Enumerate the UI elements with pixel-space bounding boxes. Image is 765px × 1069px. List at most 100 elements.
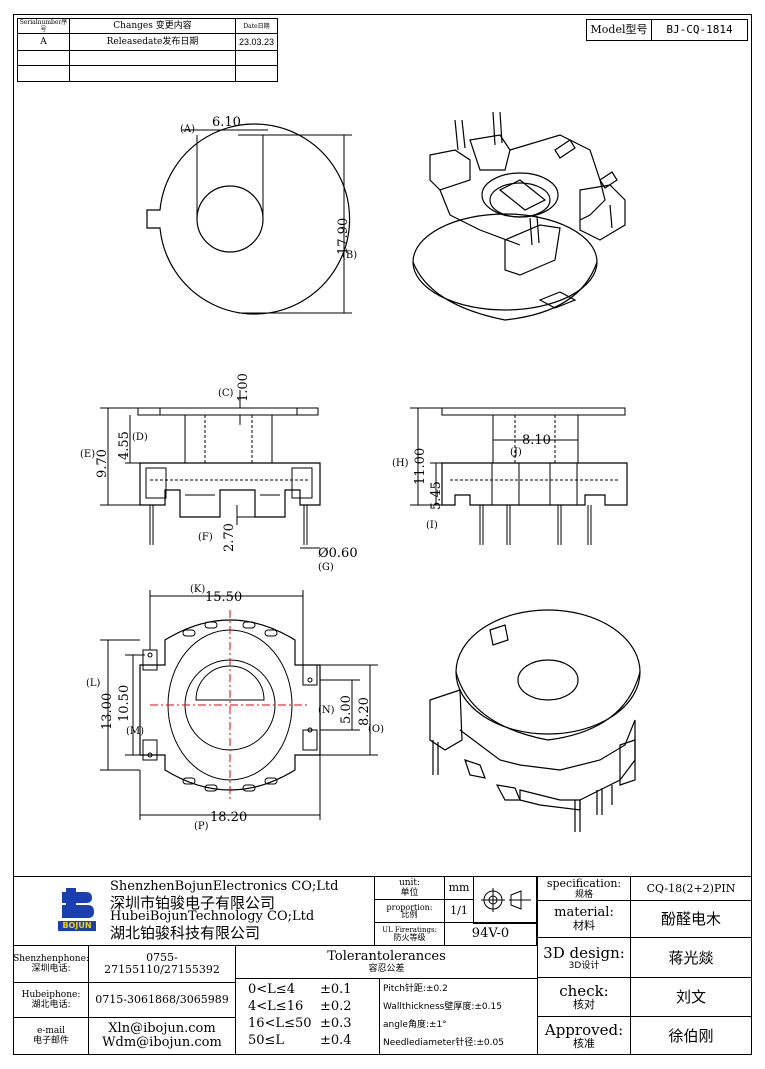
tolerance-title-cell: Tolerantolerances 容忍公差 (235, 945, 538, 979)
unit-label-cell: unit: 单位 (374, 876, 445, 900)
front-view-right (410, 407, 628, 545)
hb-phone-label: Hubeiphone: (21, 990, 81, 1000)
check-label-cn: 核对 (573, 998, 595, 1011)
tol-range-0: 0<L≤4 (248, 982, 295, 997)
dim-a-value: 6.10 (212, 115, 241, 130)
hb-phone-label-cn: 湖北电话: (31, 1000, 71, 1010)
dim-c-tag: (C) (218, 388, 234, 399)
dim-k-value: 15.50 (205, 590, 242, 605)
material-label-cell: material: 材料 (537, 900, 631, 938)
unit-label: unit: (398, 878, 421, 888)
dim-n-tag: (N) (318, 705, 335, 716)
tol-value-1: ±0.2 (320, 999, 352, 1014)
dim-k-tag: (K) (190, 584, 205, 595)
rev-empty-cell (235, 65, 278, 82)
approved-label: Approved: (544, 1020, 624, 1039)
approved-label-cn: 核准 (573, 1036, 595, 1050)
tol-value-2: ±0.3 (320, 1016, 352, 1031)
model-value: BJ-CQ-1814 (651, 19, 748, 41)
company-name-en2: HubeiBojunTechnology CO;Ltd (110, 909, 315, 924)
unit-label-cn: 单位 (400, 888, 419, 898)
hb-phone-label-cell: Hubeiphone: 湖北电话: (13, 982, 89, 1018)
tol-note-3: Needlediameter针径:±0.05 (383, 1038, 504, 1048)
spec-label-cell: specification: 规格 (537, 876, 631, 901)
material-value: 酚醛电木 (630, 900, 752, 938)
dim-o-tag: (O) (368, 724, 384, 735)
dim-a-tag: (A) (180, 124, 195, 135)
dim-i-value: 5.45 (429, 481, 444, 510)
spec-label: specification: (546, 876, 622, 890)
company-name-cn2: 湖北铂骏科技有限公司 (110, 924, 261, 942)
projection-symbol-cell (473, 876, 537, 924)
proportion-label-cell: proportion: 比例 (374, 899, 445, 923)
logo-text: BOJUN (62, 921, 92, 930)
check-label: check: (559, 982, 609, 1000)
proportion-label: proportion: (386, 903, 433, 912)
dim-p-value: 18.20 (210, 810, 247, 825)
dim-e-value: 9.70 (95, 449, 110, 478)
hb-phone-value: 0715-3061868/3065989 (88, 982, 236, 1018)
sz-phone-label-cn: 深圳电话: (31, 964, 71, 974)
material-label: material: (554, 905, 614, 920)
approved-label-cell: Approved: 核准 (537, 1016, 631, 1055)
dim-e-tag: (E) (80, 449, 95, 460)
dim-b-value: 17.90 (336, 218, 351, 255)
dim-j-value: 8.10 (522, 433, 551, 448)
spec-value: CQ-18(2+2)PIN (630, 876, 752, 901)
dim-d-tag: (D) (132, 432, 148, 443)
bottom-view (100, 590, 378, 820)
dim-j-tag: (J) (510, 447, 522, 458)
sz-phone-label-cell: Shenzhenphone: 深圳电话: (13, 945, 89, 983)
iso-view-bottom (429, 609, 641, 832)
dim-d-value: 4.55 (117, 431, 132, 460)
tol-range-1: 4<L≤16 (248, 999, 304, 1014)
email-label-cn: 电子邮件 (32, 1036, 69, 1046)
projection-symbol-icon (481, 888, 531, 912)
dim-c-value: 1.00 (236, 373, 251, 402)
fire-label: UL Fireratings: (382, 926, 437, 934)
design-value: 蒋光燚 (630, 937, 752, 978)
tol-note-1: Wallthickness壁厚度:±0.15 (383, 1002, 502, 1012)
design-label: 3D design: (543, 943, 625, 962)
email-2[interactable]: Wdm@ibojun.com (102, 1035, 222, 1050)
fire-label-cn: 防火等级 (393, 933, 426, 942)
material-label-cn: 材料 (573, 919, 595, 932)
dim-p-tag: (P) (194, 821, 209, 832)
fire-label-cell: UL Fireratings: 防火等级 (374, 922, 445, 946)
proportion-value: 1/1 (444, 899, 474, 923)
design-label-cell: 3D design: 3D设计 (537, 937, 631, 978)
dim-o-value: 8.20 (357, 697, 372, 726)
design-label-cn: 3D设计 (568, 960, 600, 971)
dim-l-value: 13.00 (100, 693, 115, 730)
tol-note-0: Pitch针距:±0.2 (383, 984, 448, 994)
spec-label-cn: 规格 (574, 889, 593, 900)
tolerance-title: Tolerantolerances (327, 949, 446, 964)
proportion-label-cn: 比例 (401, 910, 418, 919)
check-value: 刘文 (630, 977, 752, 1017)
approved-value: 徐伯刚 (630, 1016, 752, 1055)
dim-m-tag: (M) (126, 726, 144, 737)
company-logo: BOJUN (58, 886, 96, 932)
dim-h-tag: (H) (392, 458, 409, 469)
dim-m-value: 10.50 (117, 685, 132, 722)
check-label-cell: check: 核对 (537, 977, 631, 1017)
dim-h-value: 11.00 (413, 448, 428, 485)
sz-phone-value: 0755-27155110/27155392 (88, 945, 236, 983)
fire-value: 94V-0 (444, 922, 537, 946)
tol-value-0: ±0.1 (320, 982, 352, 997)
top-view (146, 123, 352, 315)
email-value-cell: Xln@ibojun.com Wdm@ibojun.com (88, 1017, 236, 1055)
dim-n-value: 5.00 (339, 695, 354, 724)
company-name-cn1: 深圳市铂骏电子有限公司 (110, 894, 276, 912)
tolerance-notes-cell (379, 978, 538, 1055)
dim-i-tag: (I) (426, 520, 438, 531)
tol-note-2: angle角度:±1° (383, 1020, 447, 1030)
tol-range-2: 16<L≤50 (248, 1016, 312, 1031)
dim-g-tag: (G) (318, 562, 334, 573)
email-label: e-mail (36, 1026, 66, 1036)
dim-f-tag: (F) (198, 532, 213, 543)
company-name-en1: ShenzhenBojunElectronics CO;Ltd (110, 879, 339, 894)
tol-range-3: 50≤L (248, 1033, 285, 1048)
email-1[interactable]: Xln@ibojun.com (108, 1021, 216, 1036)
